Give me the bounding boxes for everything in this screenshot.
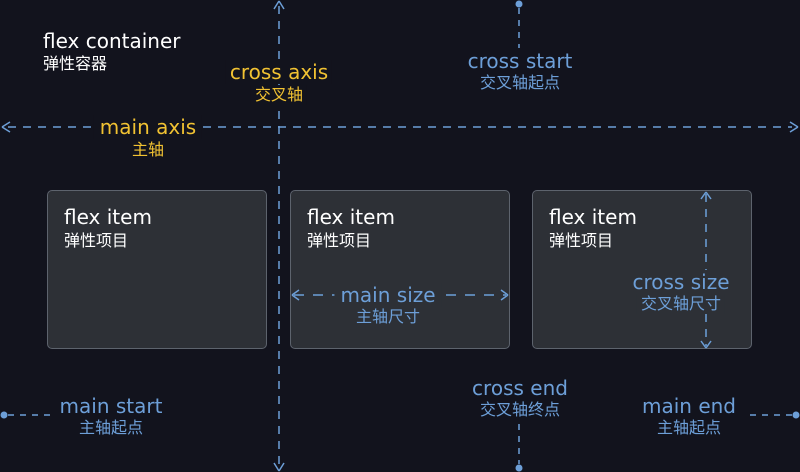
main-end-marker <box>750 411 800 419</box>
cross-end-marker <box>515 424 523 472</box>
cross-size-label: cross size <box>628 270 734 294</box>
main-start-label-zh: 主轴起点 <box>78 418 144 437</box>
main-start-label: main start <box>59 394 163 418</box>
cross-end-label-zh: 交叉轴终点 <box>479 400 561 419</box>
main-axis-line <box>1 121 799 133</box>
cross-size-label-zh: 交叉轴尺寸 <box>636 294 726 314</box>
flex-item-1: flex item 弹性项目 <box>47 190 267 349</box>
flex-item-subtitle: 弹性项目 <box>307 231 372 250</box>
dot-icon <box>792 411 800 419</box>
main-size-marker <box>291 289 509 301</box>
arrow-left-icon <box>291 289 300 301</box>
flex-item-title: flex item <box>64 205 152 229</box>
main-size-label: main size <box>334 283 442 307</box>
flex-item-title: flex item <box>549 205 637 229</box>
cross-end-label: cross end <box>472 376 568 400</box>
cross-start-marker <box>515 0 523 48</box>
flex-item-subtitle: 弹性项目 <box>549 231 614 250</box>
dot-icon <box>0 411 8 419</box>
main-axis-label: main axis <box>93 115 203 139</box>
flex-item-2: flex item 弹性项目 <box>290 190 510 349</box>
main-size-label-zh: 主轴尺寸 <box>355 307 421 326</box>
cross-start-label-zh: 交叉轴起点 <box>479 73 561 92</box>
arrow-down-icon <box>700 340 712 349</box>
arrow-up-icon <box>273 0 285 10</box>
arrow-up-icon <box>700 191 712 200</box>
arrow-right-icon <box>789 121 799 133</box>
cross-axis-label: cross axis <box>225 60 333 84</box>
main-end-label: main end <box>641 394 737 418</box>
flex-item-title: flex item <box>307 205 395 229</box>
main-start-marker <box>0 411 50 419</box>
container-subtitle: 弹性容器 <box>43 54 108 73</box>
arrow-left-icon <box>1 121 11 133</box>
cross-axis-label-zh: 交叉轴 <box>250 85 308 105</box>
flex-item-subtitle: 弹性项目 <box>64 231 129 250</box>
cross-start-label: cross start <box>467 49 573 73</box>
arrow-right-icon <box>500 289 509 301</box>
flex-item-3: flex item 弹性项目 <box>532 190 752 349</box>
arrow-down-icon <box>273 462 285 472</box>
dot-icon <box>515 464 523 472</box>
main-end-label-zh: 主轴起点 <box>656 418 722 437</box>
main-axis-label-zh: 主轴 <box>131 140 165 159</box>
dot-icon <box>515 0 523 8</box>
container-title: flex container <box>43 29 181 53</box>
